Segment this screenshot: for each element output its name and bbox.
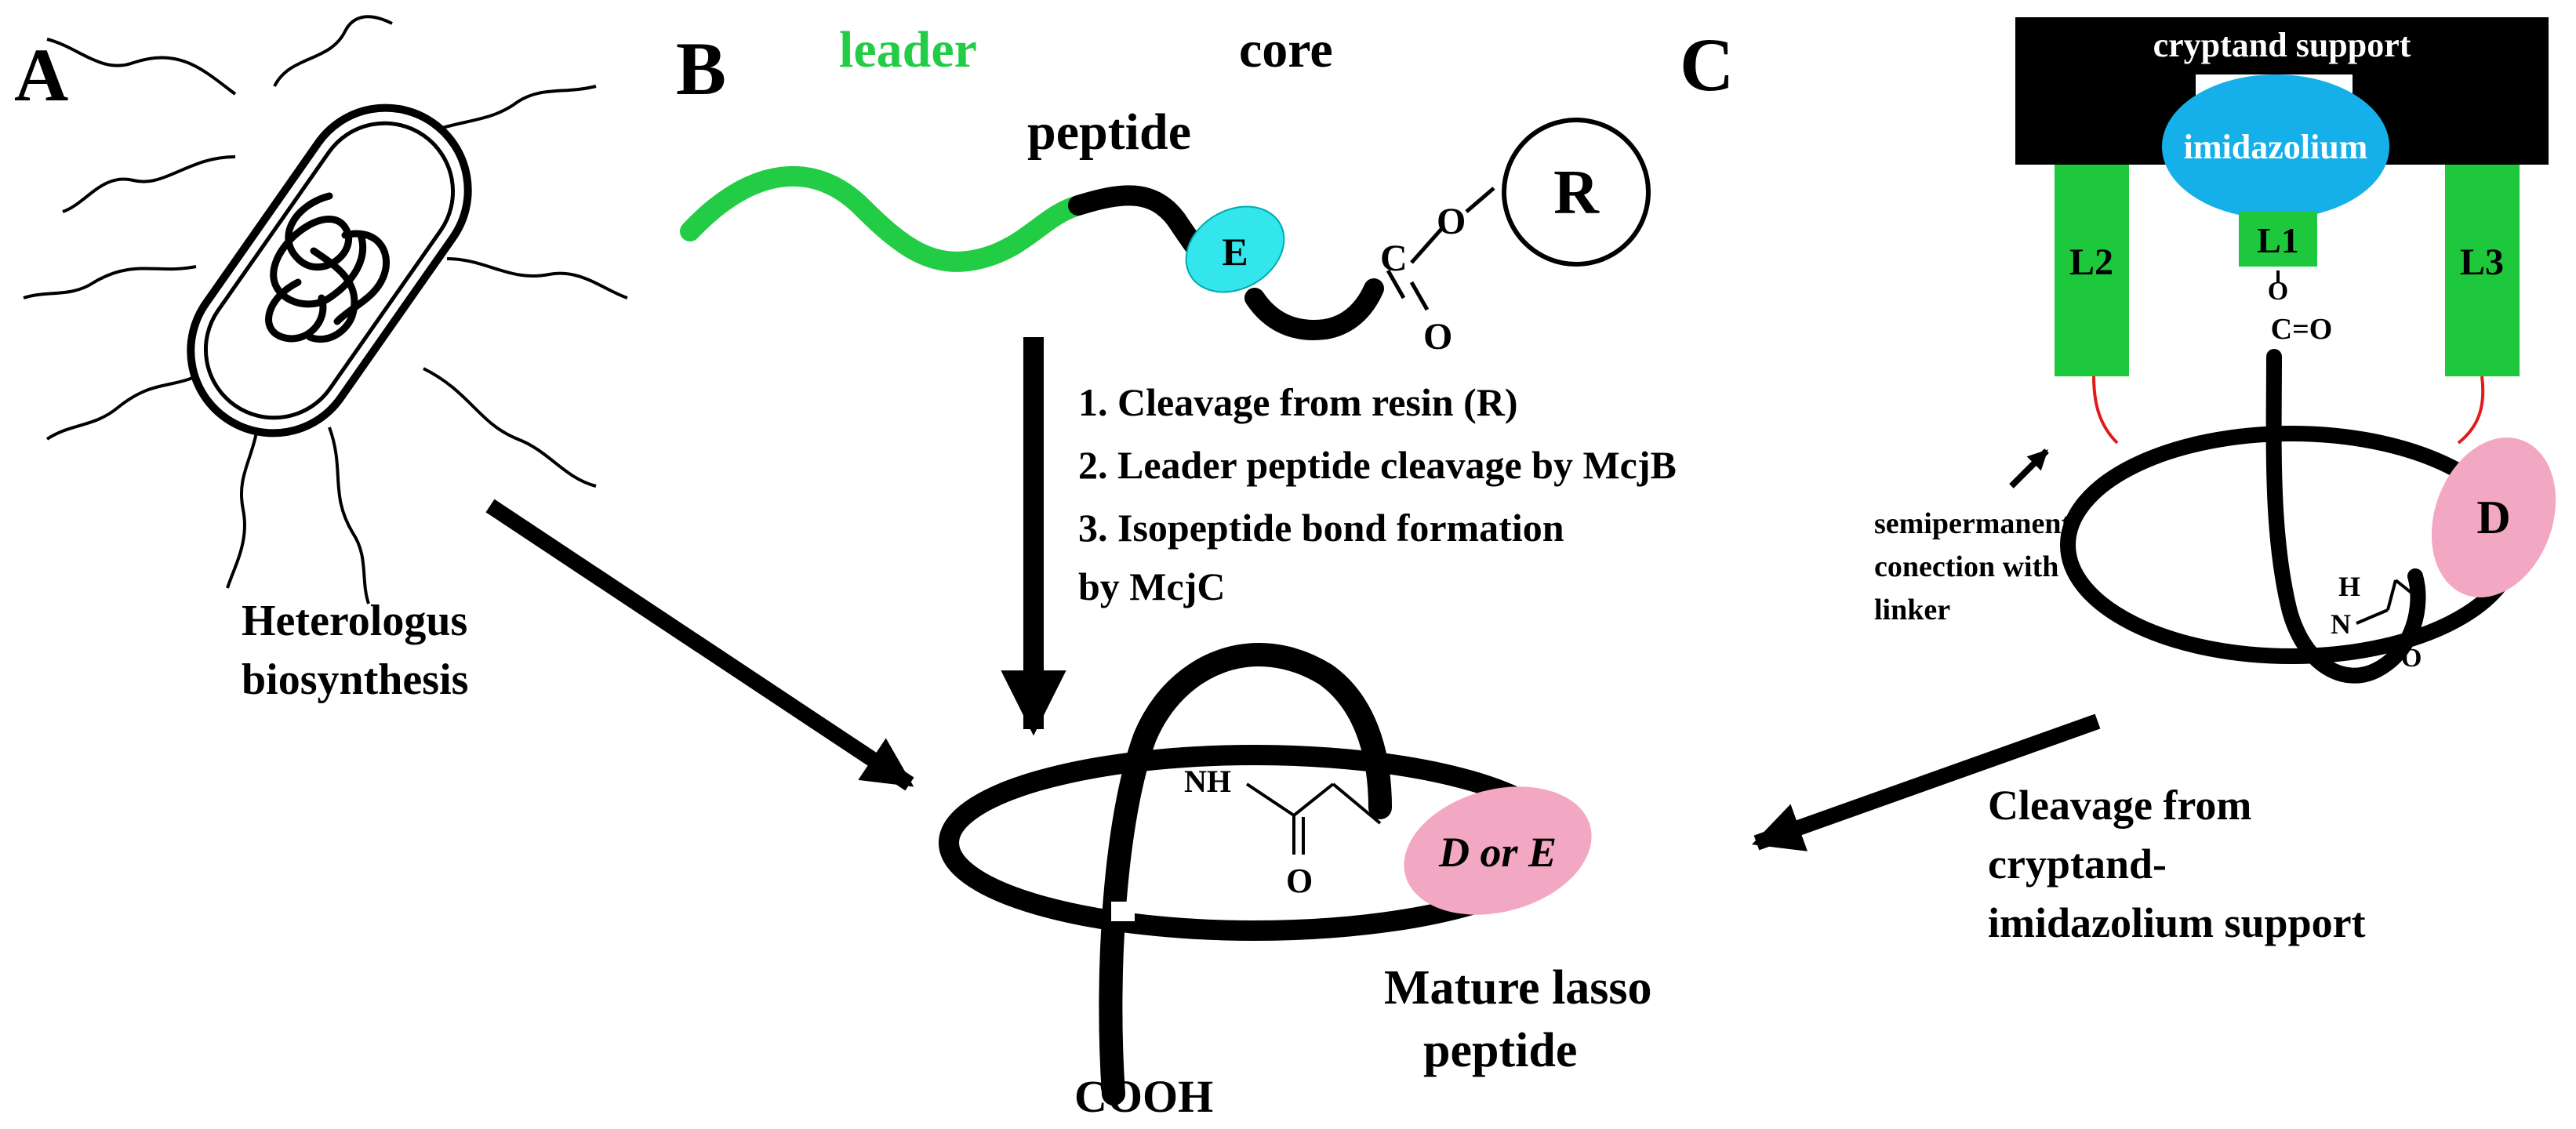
residue-e-marker: E (1185, 205, 1285, 293)
mature-bond-2 (1292, 782, 1335, 817)
leader-label: leader (839, 21, 977, 78)
amide-bond-3 (2394, 579, 2417, 597)
carbonyl-c: C (1380, 238, 1408, 279)
mature-lasso: NH O D or E COOH Mature lasso peptide (939, 643, 1652, 1122)
ester-o: O (1437, 201, 1466, 242)
mature-bond-3 (1332, 782, 1382, 825)
arrow-c-to-mature (1751, 713, 2101, 851)
mature-caption-line2: peptide (1423, 1024, 1577, 1077)
mature-bond-1 (1245, 782, 1295, 817)
l1-carbonyl: C=O (2271, 313, 2333, 346)
residue-d-label: D (2476, 492, 2510, 543)
amide-o: O (2401, 644, 2422, 673)
panel-a: A Heterologus biosyn (14, 15, 914, 791)
amide-n: N (2331, 608, 2351, 640)
linker-l2: L2 (2055, 165, 2129, 376)
linker-l1: L1 (2239, 212, 2317, 267)
amide-bond-2 (2386, 579, 2397, 611)
carbonyl-linkage (1386, 187, 1495, 311)
mature-caption-line1: Mature lasso (1384, 961, 1652, 1015)
amide-h: H (2338, 571, 2360, 602)
residue-e-label: E (1222, 230, 1248, 274)
step-3: 3. Isopeptide bond formation (1078, 506, 1564, 550)
note-line1: semipermanent (1874, 507, 2072, 540)
amide-bond-1 (2356, 608, 2389, 625)
leader-peptide-chain (680, 165, 1088, 272)
core-label: core (1239, 21, 1333, 78)
bacterium-cell (187, 103, 472, 437)
panel-c-caption-line1: Cleavage from (1988, 782, 2251, 829)
step-3-cont: by McjC (1078, 564, 1225, 608)
carbonyl-o: O (1423, 316, 1452, 358)
mature-o: O (1286, 862, 1313, 900)
panel-c-caption-line2: cryptand- (1988, 840, 2167, 888)
imidazolium-label: imidazolium (2184, 128, 2368, 166)
panel-b-letter: B (676, 27, 726, 111)
core-peptide-tail (1244, 278, 1384, 340)
panel-c-caption-line3: imidazolium support (1988, 899, 2366, 946)
tether-right (2457, 376, 2485, 445)
cryptand-support: cryptand support (2015, 17, 2549, 165)
tether-left (2092, 376, 2119, 445)
panel-c: C cryptand support imidazolium L2 L1 L3 … (1680, 17, 2556, 946)
cryptand-support-label: cryptand support (2153, 26, 2411, 64)
step-2: 2. Leader peptide cleavage by McjB (1078, 443, 1677, 487)
arrow-a-to-mature (485, 499, 914, 791)
panel-a-caption-line1: Heterologus (242, 597, 467, 645)
resin-bead: R (1502, 118, 1651, 267)
resin-label: R (1553, 158, 1600, 227)
dna-tangle-icon (265, 192, 391, 343)
panel-a-caption-line2: biosynthesis (242, 655, 468, 704)
note-arrow (2009, 448, 2049, 488)
panel-a-letter: A (14, 33, 68, 117)
panel-c-letter: C (1680, 23, 1734, 107)
panel-b: B leader core peptide E C O O R (676, 21, 1677, 736)
linker-l3: L3 (2445, 165, 2520, 376)
attached-lasso-tail (2265, 349, 2426, 684)
step-1: 1. Cleavage from resin (R) (1078, 380, 1518, 424)
cooh-label: COOH (1074, 1071, 1213, 1122)
linker-l1-label: L1 (2257, 220, 2299, 260)
note-line2: conection with (1874, 550, 2058, 583)
linker-l3-label: L3 (2460, 241, 2504, 283)
note-line3: linker (1874, 594, 1950, 626)
residue-d-marker: D (2431, 437, 2556, 597)
imidazolium-group: imidazolium (2162, 74, 2389, 219)
mature-residue-marker: D or E (1404, 786, 1592, 915)
peptide-label: peptide (1027, 103, 1191, 161)
mature-residue-label: D or E (1438, 829, 1557, 876)
mature-nh: NH (1184, 764, 1231, 799)
mature-tail (1099, 643, 1392, 1105)
linker-l2-label: L2 (2069, 241, 2113, 283)
